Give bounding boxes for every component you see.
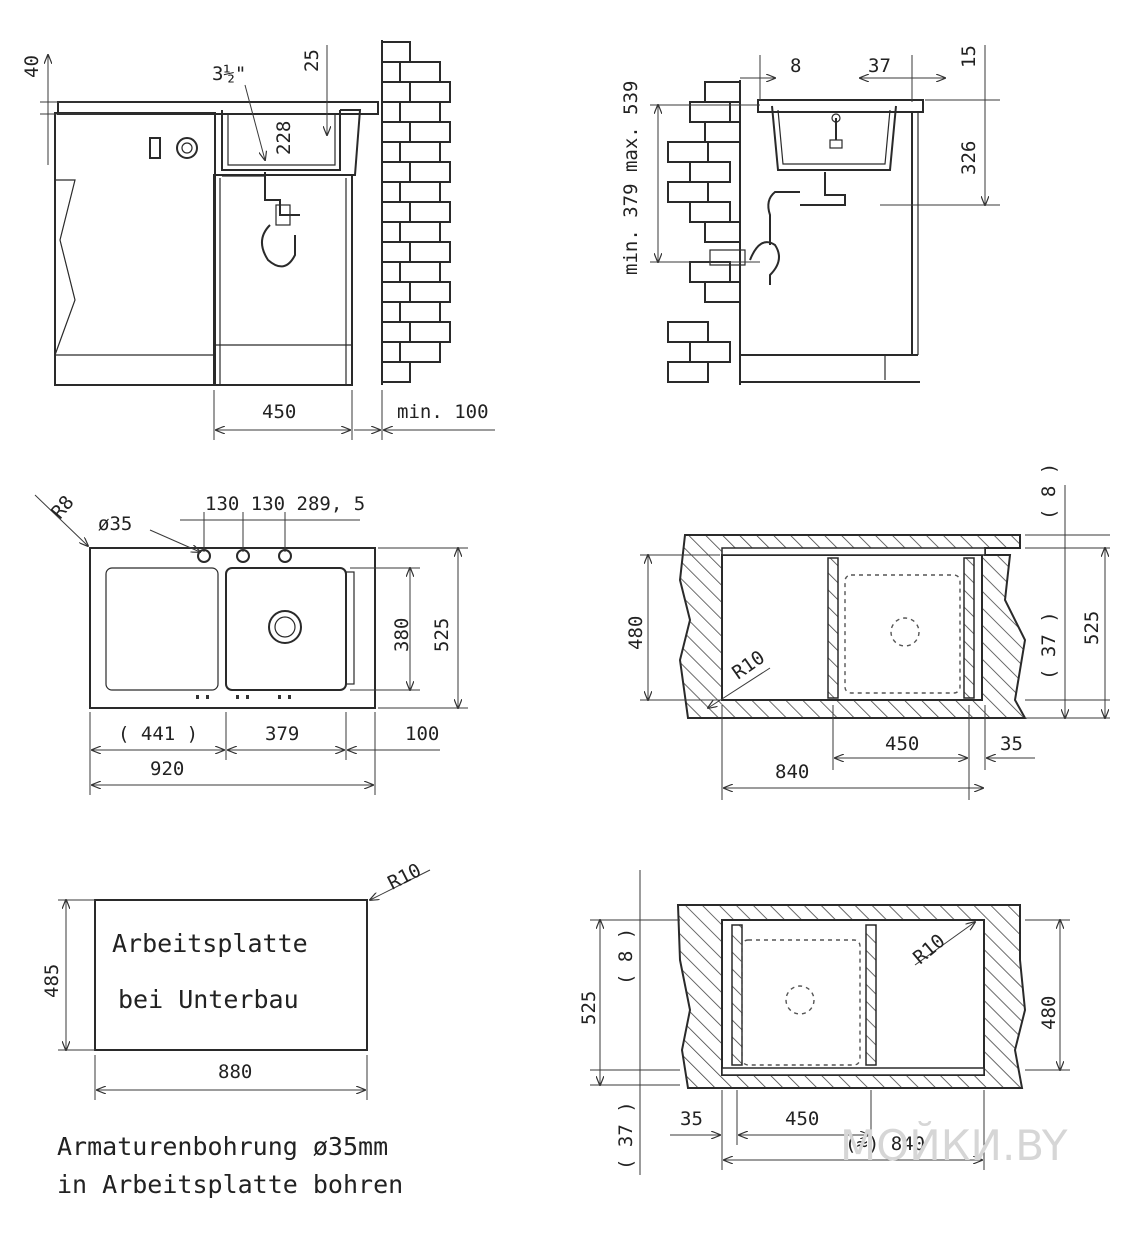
dim-100: 100 [405, 723, 439, 745]
dim-25: 25 [301, 49, 323, 72]
dim-hole-spacing: 130 130 289, 5 [205, 493, 365, 515]
drilling-note-line1: Armaturenbohrung ø35mm [57, 1132, 388, 1161]
dim-480-bottom: 480 [1038, 996, 1060, 1030]
overflow-knob-icon [176, 137, 198, 159]
dim-35-bottom: 35 [680, 1108, 703, 1130]
radius-r8: R8 [47, 492, 79, 524]
dim-37-mid: ( 37 ) [1038, 611, 1060, 680]
dim-min-max: min. 379 max. 539 [620, 81, 642, 275]
dim-880: 880 [218, 1061, 252, 1083]
side-section-right-view: 8 37 15 326 min. 379 max. 539 [620, 45, 1000, 385]
dim-40: 40 [21, 55, 43, 78]
dim-228: 228 [273, 121, 295, 155]
dim-480-top: 480 [625, 616, 647, 650]
dim-8-bottom: ( 8 ) [615, 928, 637, 985]
side-section-left-view: 40 3½" 25 228 450 min. 100 [21, 40, 495, 440]
dim-8-mid: ( 8 ) [1038, 463, 1060, 520]
dim-450-bottom: 450 [785, 1108, 819, 1130]
dim-379: 379 [265, 723, 299, 745]
dim-840-mid: 840 [775, 761, 809, 783]
dim-525-mid: 525 [1081, 611, 1103, 645]
watermark: МОЙКИ.BY [840, 1120, 1068, 1170]
dim-441: ( 441 ) [118, 723, 198, 745]
cutout-label-line1: Arbeitsplatte [112, 929, 308, 958]
drain-icon [268, 610, 302, 644]
dim-485: 485 [41, 964, 63, 998]
cutout-label-line2: bei Unterbau [118, 985, 299, 1014]
dim-326: 326 [958, 141, 980, 175]
dim-8-top: 8 [790, 55, 801, 77]
radius-r10-cutout: R10 [384, 859, 425, 894]
dim-920: 920 [150, 758, 184, 780]
dim-37-top: 37 [868, 55, 891, 77]
dim-hole-35: ø35 [98, 513, 132, 535]
undermount-section-bottom: R10 525 ( 8 ) ( 37 ) 480 35 450 (≈) 840 [578, 870, 1070, 1175]
dim-15: 15 [958, 45, 980, 68]
dim-525-bottom: 525 [578, 991, 600, 1025]
sink-plan-view: R8 ø35 130 130 289, 5 380 525 ( 441 ) 37… [34, 492, 468, 795]
drilling-note-line2: in Arbeitsplatte bohren [57, 1170, 403, 1199]
dim-450-mid: 450 [885, 733, 919, 755]
dim-35-mid: 35 [1000, 733, 1023, 755]
brick-wall [381, 41, 451, 383]
dim-525-plan: 525 [431, 618, 453, 652]
dim-min-100: min. 100 [397, 401, 489, 423]
dim-840-bottom: (≈) 840 [845, 1133, 925, 1155]
brick-wall-right [667, 81, 741, 383]
undermount-section-top: 480 R10 ( 8 ) ( 37 ) 525 450 35 840 [625, 463, 1110, 800]
worktop-cutout-view: Arbeitsplatte bei Unterbau R10 485 880 [41, 859, 431, 1100]
dim-450: 450 [262, 401, 296, 423]
dim-37-bottom: ( 37 ) [615, 1101, 637, 1170]
dim-pipe-size: 3½" [212, 63, 246, 85]
dim-380: 380 [391, 618, 413, 652]
